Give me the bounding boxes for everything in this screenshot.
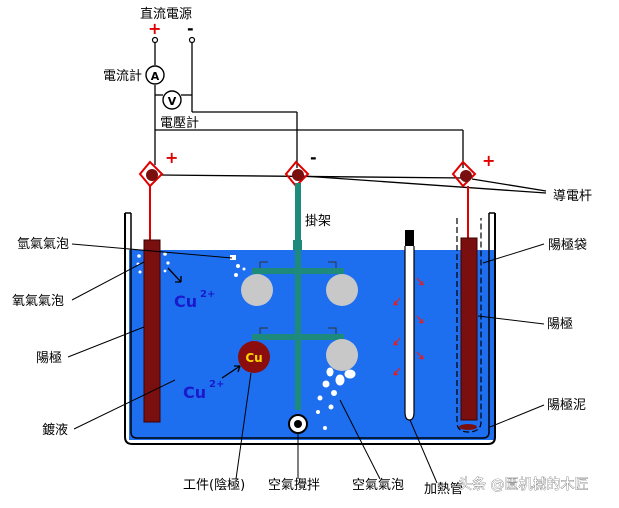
rack-hook-ur	[328, 261, 337, 268]
left-anode	[143, 239, 161, 423]
rack-hook-lr	[328, 327, 337, 334]
left-anode-hook	[138, 160, 164, 188]
left-anode-plus-sign: +	[165, 148, 178, 167]
center-rack-hook	[284, 160, 310, 188]
right-anode	[460, 237, 478, 421]
air-agitation-label: 空氣攪拌	[268, 478, 320, 493]
plating-solution-fill	[129, 250, 495, 440]
positive-terminal	[151, 36, 159, 44]
anode-bag-label: 陽極袋	[548, 237, 587, 253]
right-anode-label: 陽極	[547, 316, 573, 332]
power-minus-sign: -	[187, 19, 194, 38]
watermark: 头条 @匱机械的木匠	[458, 476, 588, 493]
hydrogen-bubbles-label: 氫氣氣泡	[17, 237, 69, 252]
workpiece-cathode-label: 工件(陰極)	[183, 477, 245, 493]
air-bubbles-label: 空氣氣泡	[352, 478, 404, 493]
workpiece-upper-right	[326, 274, 358, 306]
rack-arm-upper	[252, 268, 344, 274]
cu-ion-upper: Cu	[174, 292, 197, 311]
conductive-rod-label: 導電杆	[553, 189, 592, 204]
oxygen-bubbles-left	[136, 252, 170, 274]
heating-tube	[404, 246, 415, 421]
circuit-wires	[154, 40, 547, 194]
plating-solution-label: 鍍液	[42, 422, 68, 438]
right-anode-hook	[451, 160, 477, 188]
left-anode-label: 陽極	[36, 350, 62, 366]
cu-ion-lower: Cu	[183, 383, 206, 402]
ammeter-icon	[145, 65, 165, 85]
anode-sludge-label: 陽極泥	[547, 397, 586, 413]
ammeter-symbol: A	[151, 70, 160, 83]
air-bubbles	[316, 367, 356, 430]
rack-hook-ll	[259, 327, 268, 334]
cu-ion-upper-charge: 2+	[200, 289, 215, 300]
workpiece-cathode	[238, 341, 270, 373]
ion-arrow-lower	[221, 365, 241, 379]
rack-minus-sign: -	[310, 148, 317, 167]
power-plus-sign: +	[148, 19, 161, 38]
air-agitation-pipe-core	[294, 420, 302, 428]
ammeter-label: 電流計	[103, 68, 142, 84]
dc-power-label: 直流電源	[140, 7, 192, 22]
anode-bag	[456, 218, 482, 433]
tank-outer-wall	[124, 213, 496, 445]
heating-tube-cap	[405, 230, 414, 246]
rack-hook-ul	[259, 261, 268, 268]
rack-label: 掛架	[305, 214, 331, 229]
voltmeter-symbol: V	[168, 95, 177, 108]
workpiece-upper-left	[241, 274, 273, 306]
tank-inner-wall	[130, 213, 490, 439]
label-leaders	[67, 243, 545, 484]
ion-arrow-upper	[167, 267, 182, 283]
heat-arrows	[393, 277, 424, 376]
anode-sludge-deposit	[459, 424, 477, 430]
workpiece-lower-right	[326, 339, 358, 371]
cu-ion-lower-charge: 2+	[209, 379, 224, 390]
voltmeter-label: 電壓計	[160, 115, 199, 131]
heating-tube-label: 加熱管	[424, 482, 463, 497]
hydrogen-bubbles-near-part	[230, 255, 246, 277]
rack-rod-upper	[295, 183, 301, 245]
negative-terminal	[188, 36, 196, 44]
oxygen-bubbles-label: 氧氣氣泡	[12, 294, 64, 309]
workpiece-cu-label: Cu	[245, 351, 262, 365]
rack-rod-lower	[295, 250, 301, 410]
voltmeter-icon	[162, 90, 182, 110]
rack-connector	[293, 240, 302, 250]
right-anode-plus-sign: +	[482, 151, 495, 170]
rack-arm-lower	[252, 334, 344, 340]
